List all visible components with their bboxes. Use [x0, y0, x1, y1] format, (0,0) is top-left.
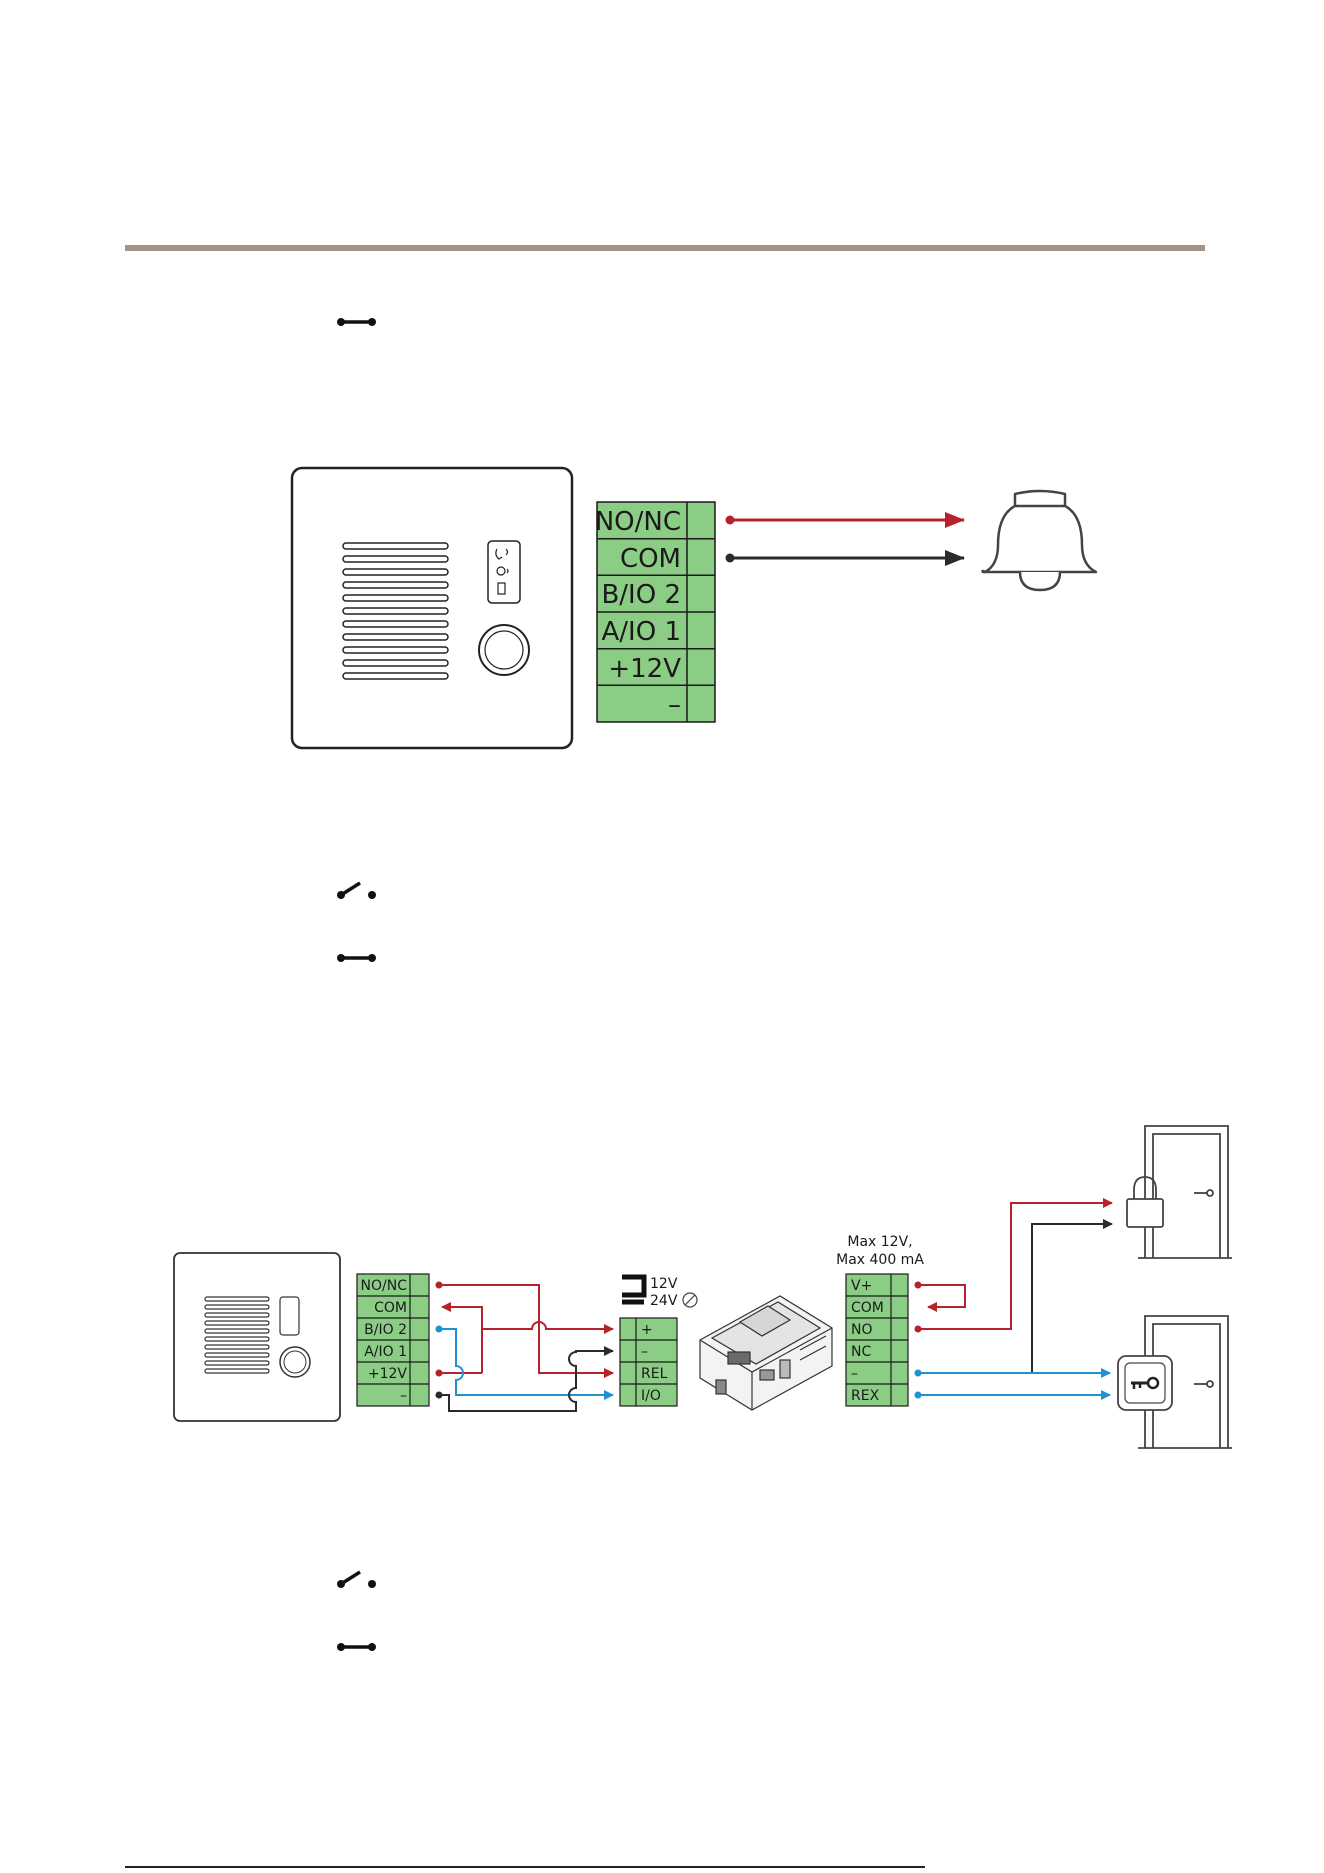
- terminal-label: –: [641, 1344, 648, 1360]
- max-voltage-label: Max 12V,: [847, 1234, 912, 1250]
- terminal-label: –: [668, 690, 681, 720]
- terminal-label: COM: [374, 1300, 407, 1316]
- terminal-block-4: V+ COM NO NC – REX: [846, 1274, 908, 1406]
- jumper-24v-label: 24V: [650, 1293, 678, 1309]
- open-switch-icon: [337, 1572, 376, 1588]
- terminal-label: COM: [620, 544, 681, 574]
- terminal-block-2: NO/NC COM B/IO 2 A/IO 1 +12V –: [357, 1274, 429, 1406]
- closed-switch-icon: [337, 954, 376, 962]
- max-current-label: Max 400 mA: [836, 1252, 924, 1268]
- terminal-label: NO: [851, 1322, 873, 1338]
- terminal-block-1: NO/NC COM B/IO 2 A/IO 1 +12V –: [595, 502, 715, 722]
- terminal-label: NC: [851, 1344, 871, 1360]
- terminal-label: A/IO 1: [602, 617, 682, 647]
- terminal-label: REX: [851, 1388, 880, 1404]
- jumper-indicator: 12V 24V: [622, 1276, 697, 1309]
- terminal-label: COM: [851, 1300, 884, 1316]
- terminal-label: +12V: [368, 1366, 408, 1382]
- intercom-device: [292, 468, 572, 748]
- terminal-label: B/IO 2: [601, 580, 681, 610]
- terminal-label: REL: [641, 1366, 668, 1382]
- terminal-label: –: [400, 1388, 407, 1404]
- intercom-device-small: [174, 1253, 340, 1421]
- door-icon: [1138, 1126, 1232, 1258]
- open-switch-icon: [337, 883, 376, 899]
- terminal-label: NO/NC: [595, 507, 681, 537]
- key-button-icon: [1118, 1356, 1172, 1410]
- jumper-12v-label: 12V: [650, 1276, 678, 1292]
- terminal-label: NO/NC: [361, 1278, 408, 1294]
- terminal-label: +12V: [608, 654, 681, 684]
- terminal-label: V+: [851, 1278, 872, 1294]
- door-controller-module-icon: [700, 1296, 832, 1410]
- terminal-label: B/IO 2: [364, 1322, 407, 1338]
- bell-wires: [726, 516, 965, 563]
- terminal-block-3: + – REL I/O: [620, 1318, 677, 1406]
- terminal-label: A/IO 1: [364, 1344, 407, 1360]
- terminal-label: +: [641, 1322, 653, 1338]
- terminal-label: I/O: [641, 1388, 661, 1404]
- closed-switch-icon: [337, 318, 376, 326]
- bell-icon: [983, 491, 1097, 590]
- terminal-label: –: [851, 1366, 858, 1382]
- footer-rule: [125, 1866, 925, 1868]
- closed-switch-icon: [337, 1643, 376, 1651]
